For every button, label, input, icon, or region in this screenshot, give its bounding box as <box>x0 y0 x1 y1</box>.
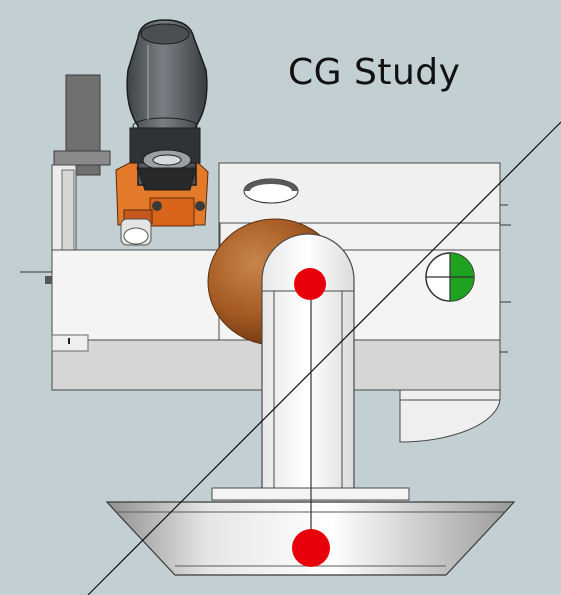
lower-right-bracket <box>399 389 501 443</box>
cg-target-icon <box>425 252 475 302</box>
canister <box>126 19 208 191</box>
housing-slot <box>243 178 299 204</box>
diagonal-reference-line <box>87 121 561 595</box>
right-ticks <box>500 204 511 353</box>
upper-cg-marker <box>294 268 326 300</box>
diagram-title: CG Study <box>288 52 461 93</box>
lower-cg-marker <box>292 529 330 567</box>
left-bracket <box>51 74 111 254</box>
